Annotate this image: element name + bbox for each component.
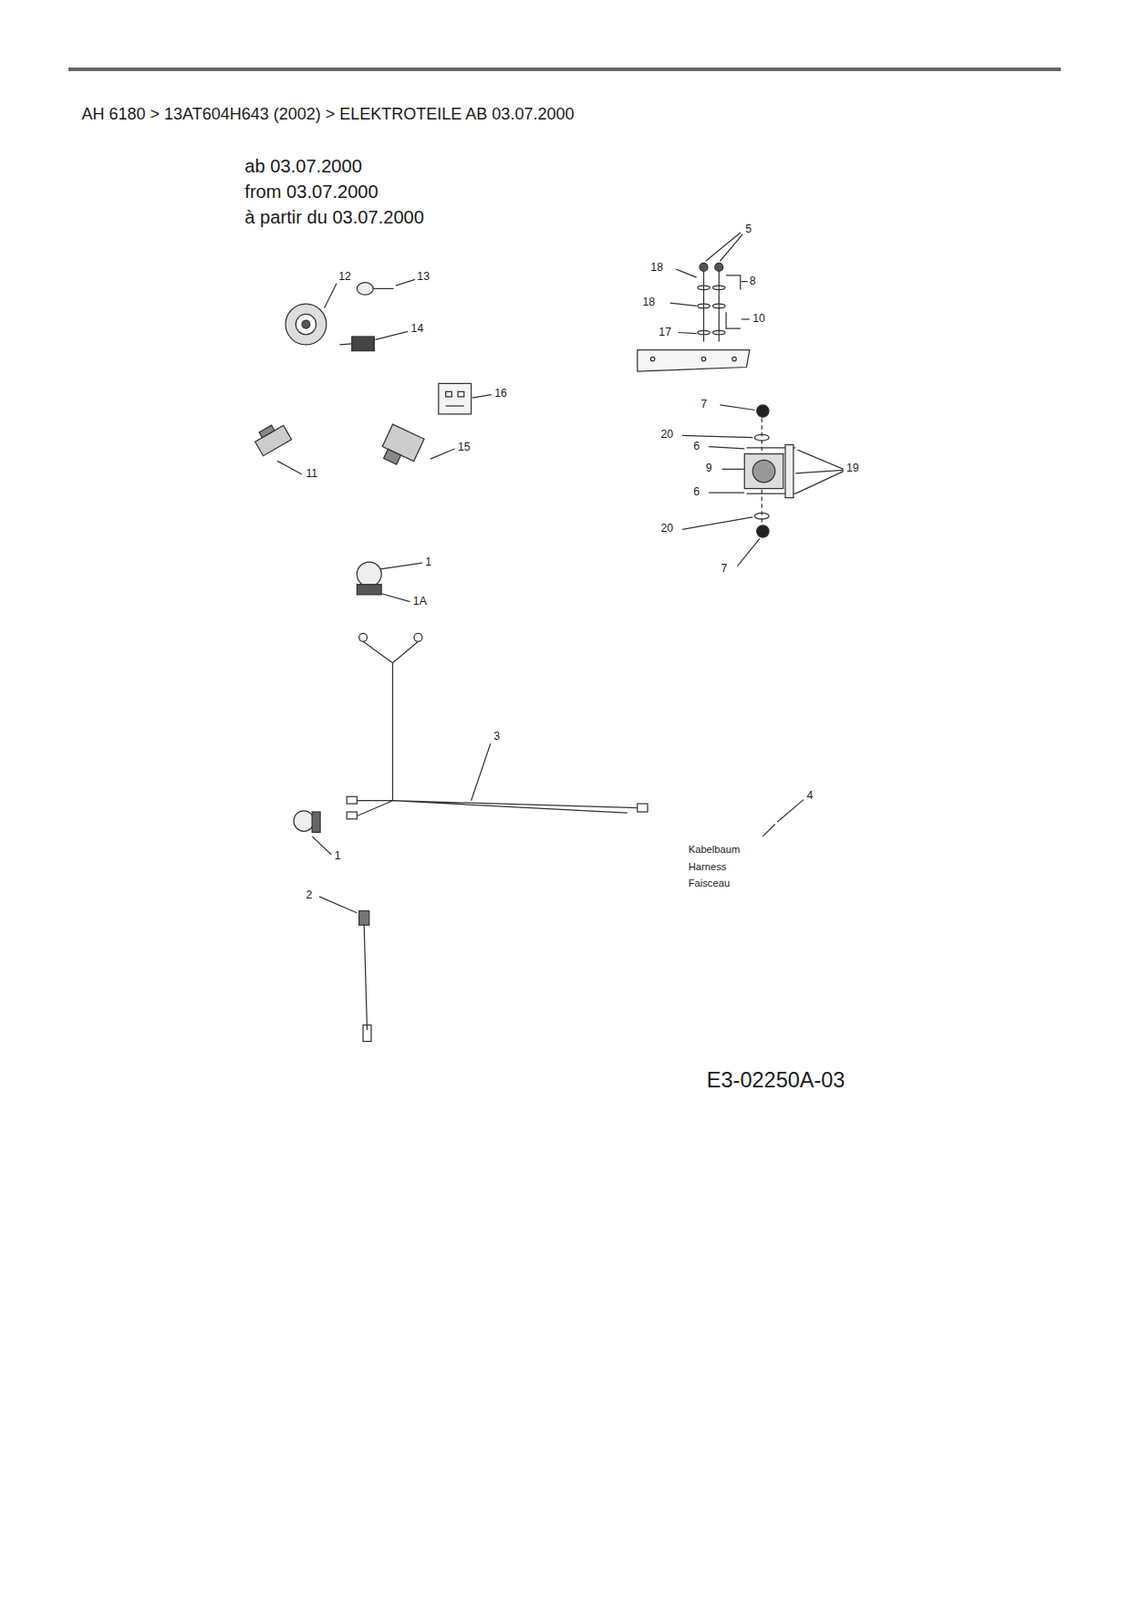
exploded-view <box>251 232 843 1042</box>
harness-label: Harness <box>688 861 727 872</box>
harness-label: Faisceau <box>688 877 730 889</box>
callout-number: 11 <box>305 467 318 481</box>
callout-number: 6 <box>693 486 700 499</box>
callout-number: 2 <box>305 889 312 903</box>
callout-number: 3 <box>493 731 500 745</box>
harness-label: Kabelbaum <box>688 843 741 855</box>
callout-number: 10 <box>752 312 766 326</box>
callout-number: 5 <box>745 223 752 237</box>
page-title: AH 6180 > 13AT604H643 (2002) > ELEKTROTE… <box>81 105 574 125</box>
callout-number: 18 <box>650 261 664 275</box>
callout-number: 20 <box>661 523 675 537</box>
callout-number: 1 <box>425 556 432 570</box>
callout-number: 1A <box>413 595 427 609</box>
callout-number: 6 <box>693 440 700 454</box>
callout-number: 1 <box>334 850 342 863</box>
callout-number: 12 <box>338 270 352 284</box>
date-note: à partir du 03.07.2000 <box>244 207 425 228</box>
callout-number: 19 <box>846 463 860 477</box>
date-note: from 03.07.2000 <box>244 181 378 202</box>
callout-number: 18 <box>642 296 655 310</box>
callout-number: 14 <box>411 322 425 336</box>
drawing-number: E3-02250A-03 <box>706 1068 846 1093</box>
callout-number: 8 <box>749 275 757 289</box>
callout-number: 17 <box>658 326 672 340</box>
callout-number: 15 <box>457 441 471 455</box>
callout-number: 13 <box>416 270 430 284</box>
callout-number: 7 <box>700 398 707 412</box>
header-rule <box>68 67 1061 72</box>
callout-number: 20 <box>661 429 675 443</box>
callout-number: 7 <box>721 562 728 576</box>
callout-number: 4 <box>806 789 813 803</box>
callout-number: 16 <box>494 387 508 401</box>
date-note: ab 03.07.2000 <box>244 155 363 177</box>
callout-number: 9 <box>705 463 713 477</box>
